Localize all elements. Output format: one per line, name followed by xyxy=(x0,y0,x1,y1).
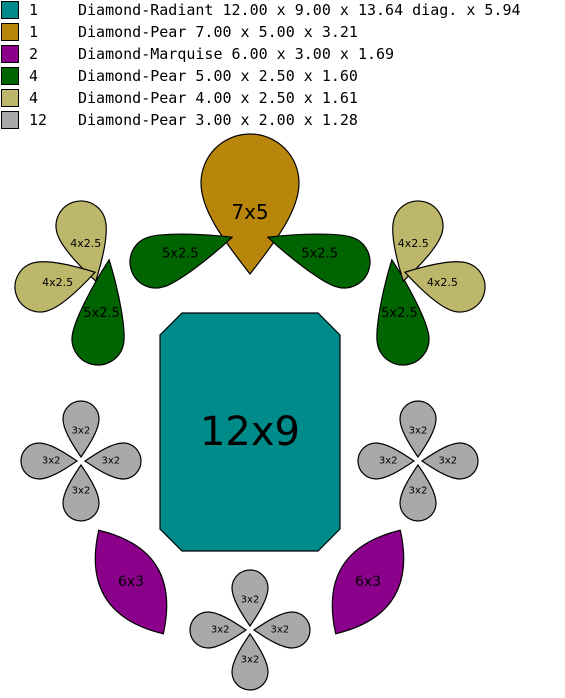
stone-size-label: 4x2.5 xyxy=(427,276,458,289)
pear-stone-shape xyxy=(399,463,437,522)
legend-qty: 1 xyxy=(29,1,39,19)
pear-stone xyxy=(399,463,437,522)
marquise-stone-shape xyxy=(94,529,168,635)
pear-stone-shape xyxy=(62,400,100,459)
pear-stone xyxy=(420,442,479,480)
stone-size-label: 3x2 xyxy=(271,625,290,636)
stone-size-label: 6x3 xyxy=(118,574,144,590)
pear-stone xyxy=(252,611,311,649)
stone-size-label: 3x2 xyxy=(241,654,260,665)
pear-stone xyxy=(14,261,97,313)
stone-size-label: 3x2 xyxy=(102,456,121,467)
pear-stone xyxy=(266,233,371,289)
legend-row: 2 Diamond-Marquise 6.00 x 3.00 x 1.69 xyxy=(0,44,565,66)
pear-stone xyxy=(83,442,142,480)
legend-row: 1 Diamond-Radiant 12.00 x 9.00 x 13.64 d… xyxy=(0,0,565,22)
legend-desc: Diamond-Pear 3.00 x 2.00 x 1.28 xyxy=(78,111,358,129)
pear-stone xyxy=(403,261,486,313)
pear-stone-shape xyxy=(83,442,142,480)
legend-desc: Diamond-Pear 4.00 x 2.50 x 1.61 xyxy=(78,89,358,107)
legend-row: 4 Diamond-Pear 4.00 x 2.50 x 1.61 xyxy=(0,88,565,110)
legend-swatch xyxy=(1,45,19,63)
pear-stone xyxy=(376,258,430,366)
pear-stone-shape xyxy=(399,400,437,459)
stone-size-label: 6x3 xyxy=(355,574,381,590)
legend-swatch xyxy=(1,111,19,129)
pear-stone-shape xyxy=(20,442,79,480)
pear-stone-shape xyxy=(403,261,486,313)
legend-row: 1 Diamond-Pear 7.00 x 5.00 x 3.21 xyxy=(0,22,565,44)
stone-size-label: 3x2 xyxy=(72,426,91,437)
legend-swatch xyxy=(1,67,19,85)
pear-stone xyxy=(20,442,79,480)
legend-desc: Diamond-Pear 7.00 x 5.00 x 3.21 xyxy=(78,23,358,41)
pear-stone-shape xyxy=(129,233,234,289)
legend-desc: Diamond-Radiant 12.00 x 9.00 x 13.64 dia… xyxy=(78,1,521,19)
stone-size-label: 4x2.5 xyxy=(398,237,429,250)
stone-size-label: 5x2.5 xyxy=(162,247,199,262)
marquise-stone-shape xyxy=(331,529,405,635)
pear-stone xyxy=(71,258,125,366)
pear-stone-shape xyxy=(71,258,125,366)
pear-stone-shape xyxy=(420,442,479,480)
pear-stone-shape xyxy=(357,442,416,480)
pear-stone xyxy=(399,400,437,459)
pear-stone xyxy=(392,200,444,283)
stone-size-label: 3x2 xyxy=(42,456,61,467)
stone-size-label: 5x2.5 xyxy=(301,247,338,262)
pear-stone-shape xyxy=(252,611,311,649)
legend-desc: Diamond-Marquise 6.00 x 3.00 x 1.69 xyxy=(78,45,395,63)
stone-size-label: 3x2 xyxy=(379,456,398,467)
pear-stone-shape xyxy=(266,233,371,289)
pear-stone-shape xyxy=(231,632,269,691)
legend-row: 12 Diamond-Pear 3.00 x 2.00 x 1.28 xyxy=(0,110,565,132)
pear-stone xyxy=(357,442,416,480)
pear-stone xyxy=(189,611,248,649)
legend-qty: 4 xyxy=(29,89,39,107)
legend-qty: 1 xyxy=(29,23,39,41)
stone-size-label: 3x2 xyxy=(72,485,91,496)
legend-swatch xyxy=(1,23,19,41)
radiant-stone xyxy=(159,312,341,552)
legend-swatch xyxy=(1,89,19,107)
stone-size-label: 4x2.5 xyxy=(70,237,101,250)
stone-size-label: 3x2 xyxy=(211,625,230,636)
legend-qty: 12 xyxy=(29,111,48,129)
stone-size-label: 3x2 xyxy=(409,485,428,496)
legend-desc: Diamond-Pear 5.00 x 2.50 x 1.60 xyxy=(78,67,358,85)
pear-stone-shape xyxy=(392,200,444,283)
stone-size-label: 4x2.5 xyxy=(42,276,73,289)
pear-stone-shape xyxy=(189,611,248,649)
stone-size-label: 3x2 xyxy=(409,426,428,437)
stone-size-label: 3x2 xyxy=(439,456,458,467)
marquise-stone xyxy=(331,529,405,635)
stone-size-label: 12x9 xyxy=(200,409,300,455)
stone-size-label: 7x5 xyxy=(231,200,268,224)
pear-stone xyxy=(231,632,269,691)
stone-size-label: 5x2.5 xyxy=(381,306,418,321)
pear-stone-shape xyxy=(14,261,97,313)
stone-size-label: 3x2 xyxy=(241,595,260,606)
legend-qty: 2 xyxy=(29,45,39,63)
stone-size-label: 5x2.5 xyxy=(83,306,120,321)
pear-stone-shape xyxy=(62,463,100,522)
pear-stone xyxy=(62,400,100,459)
pear-stone xyxy=(231,569,269,628)
pear-stone-shape xyxy=(231,569,269,628)
pear-stone-shape xyxy=(55,200,107,283)
pear-stone-shape xyxy=(376,258,430,366)
legend-qty: 4 xyxy=(29,67,39,85)
legend-swatch xyxy=(1,1,19,19)
pear-stone xyxy=(62,463,100,522)
marquise-stone xyxy=(94,529,168,635)
legend-row: 4 Diamond-Pear 5.00 x 2.50 x 1.60 xyxy=(0,66,565,88)
pear-stone xyxy=(129,233,234,289)
pear-stone xyxy=(55,200,107,283)
